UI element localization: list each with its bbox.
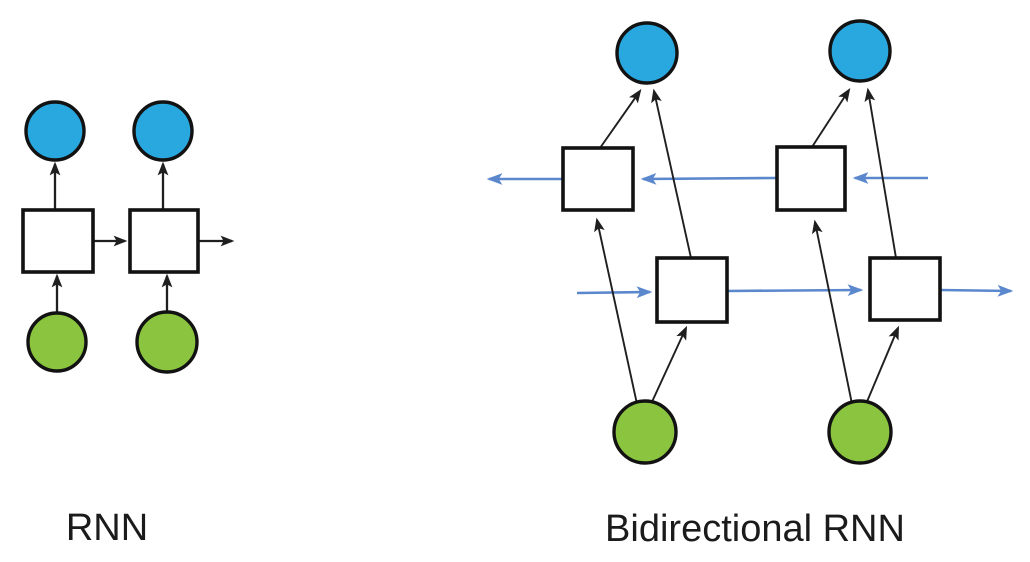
output-node-2	[828, 19, 892, 83]
edge-forward1-to-output1	[651, 88, 692, 259]
input-node-1	[26, 311, 88, 373]
hidden-node-2	[128, 208, 200, 274]
input-node-2	[827, 399, 893, 465]
rnn-diagram: RNN	[21, 100, 235, 549]
forward-hidden-node-2	[868, 256, 942, 322]
output-node-2	[132, 100, 194, 162]
edge-input2-to-backward2	[811, 219, 853, 405]
forward-hidden-node-1	[655, 256, 729, 324]
bidirectional-rnn-diagram: Bidirectional RNN	[486, 19, 1014, 550]
backward-hidden-node-1	[561, 146, 635, 212]
output-node-1	[24, 100, 86, 162]
edge-input1-to-forward1	[650, 325, 688, 405]
input-node-2	[135, 310, 199, 374]
forward-flow-h1-to-h2	[726, 284, 864, 296]
rnn-label: RNN	[66, 507, 148, 549]
hidden-node-1	[21, 208, 95, 274]
edge-input1-to-backward1	[594, 217, 638, 405]
output-node-1	[615, 21, 679, 85]
bidirectional-rnn-label: Bidirectional RNN	[605, 508, 905, 550]
edge-backward2-to-output2	[811, 87, 851, 148]
forward-flow-out-right	[939, 284, 1014, 297]
edge-forward2-to-output2	[864, 87, 897, 259]
edge-input2-to-forward2	[865, 325, 899, 405]
input-node-1	[612, 399, 678, 465]
edge-backward1-to-output1	[599, 89, 642, 149]
backward-flow-h2-to-h1	[640, 173, 778, 185]
backward-hidden-node-2	[775, 145, 847, 212]
